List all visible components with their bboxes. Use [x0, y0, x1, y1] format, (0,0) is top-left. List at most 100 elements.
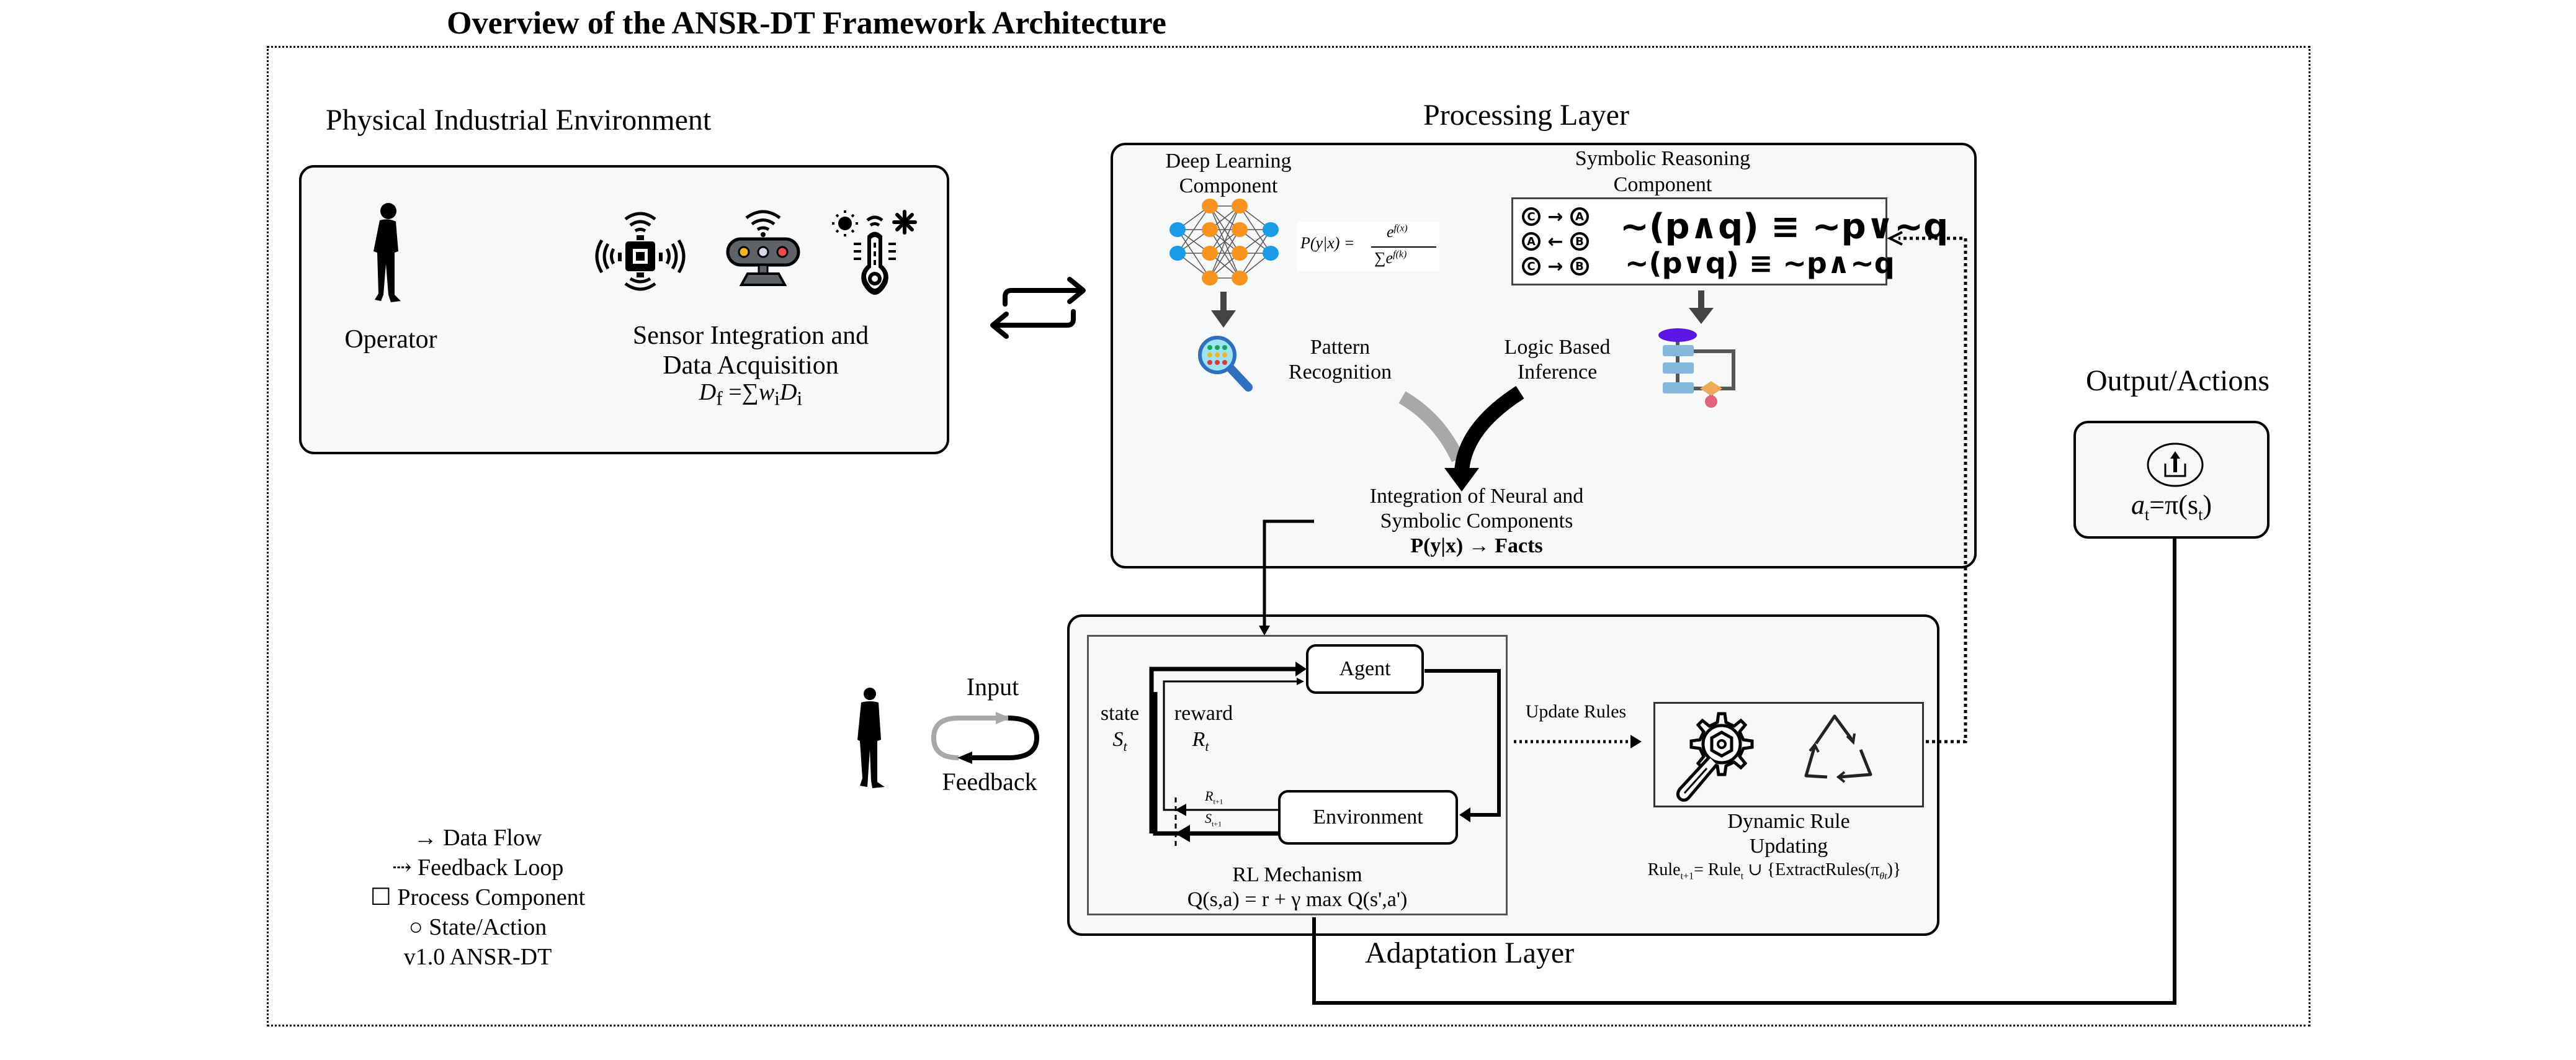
nn-edge	[1209, 205, 1240, 254]
softmax-den: ∑e	[1374, 249, 1393, 267]
rule-row: C → B	[1522, 254, 1589, 279]
nn-node	[1202, 199, 1218, 213]
rule-c: ∪ {ExtractRules(π	[1743, 860, 1880, 879]
nn-node	[1202, 271, 1218, 285]
rule-c-sub: θt	[1879, 871, 1887, 882]
reward-label: reward	[1174, 702, 1233, 725]
nn-node	[1202, 246, 1218, 261]
merge-arrow-icon	[1398, 385, 1524, 492]
flowchart-icon	[1658, 328, 1735, 408]
s-next-sub: t+1	[1212, 819, 1222, 829]
r-next: R	[1205, 788, 1214, 804]
rule-row: C→A	[1522, 204, 1589, 229]
output-action-icon	[2147, 442, 2204, 487]
rule-node: C	[1522, 257, 1541, 276]
agent-box: Agent	[1306, 644, 1424, 694]
rule-a: Rule	[1647, 860, 1681, 879]
action-close: )	[2203, 490, 2212, 520]
rl-mechanism-box	[1087, 635, 1508, 915]
fusion-D: D	[699, 379, 717, 405]
operator-icon	[373, 203, 401, 302]
rl-loop-arrows	[1149, 662, 1501, 849]
legend-item: → Data Flow	[413, 825, 542, 851]
operator-icon	[857, 688, 885, 788]
fusion-f: f	[716, 387, 723, 410]
state-symbol: St	[1092, 727, 1148, 754]
legend-item: ○ State/Action	[408, 914, 547, 940]
rule-a-sub: t+1	[1680, 871, 1694, 882]
symbolic-line1: Symbolic Reasoning	[1575, 147, 1751, 170]
rule-arrow: ←	[1547, 230, 1563, 253]
action-rest: =π(s	[2149, 490, 2199, 520]
output-heading: Output/Actions	[2086, 364, 2270, 397]
nn-node	[1232, 222, 1248, 237]
integration-line2: Symbolic Components	[1380, 510, 1573, 532]
reward-sub: t	[1205, 738, 1209, 754]
logic-line2: Inference	[1517, 361, 1598, 384]
q-learning-formula: Q(s,a) = r + γ max Q(s',a')	[1187, 888, 1408, 911]
nn-node	[1202, 222, 1218, 237]
action-a: a	[2131, 490, 2145, 520]
sensor-label-line2: Data Acquisition	[663, 351, 839, 380]
rule-update-formula: Rulet+1= Rulet ∪ {ExtractRules(πθt)}	[1588, 860, 1961, 883]
action-t2: t	[2198, 505, 2203, 524]
rule-row: A ← B	[1522, 229, 1589, 254]
fusion-D2: D	[779, 379, 797, 405]
physical-heading: Physical Industrial Environment	[326, 104, 712, 137]
symbolic-line2: Component	[1613, 173, 1712, 196]
rule-d: )}	[1887, 860, 1902, 879]
fusion-i2: i	[797, 387, 803, 410]
rule-arrow: →	[1547, 255, 1563, 277]
nn-edge	[1177, 229, 1210, 279]
rule-b: = Rule	[1694, 860, 1741, 879]
nn-node	[1169, 246, 1186, 261]
rule-node: A	[1570, 207, 1589, 226]
state-label: state	[1100, 702, 1140, 725]
wrench-gear-icon	[1676, 712, 1754, 802]
nn-node	[1263, 246, 1279, 261]
pattern-line2: Recognition	[1288, 361, 1392, 384]
rule-node: C	[1522, 207, 1541, 226]
state-sub: t	[1123, 738, 1127, 754]
feedback-label: Feedback	[942, 768, 1037, 796]
fraction-bar	[1371, 246, 1436, 248]
pattern-recognition-icon	[1198, 336, 1253, 392]
logic-equation-2: ~(p∨q) ≡ ~p∧~q	[1625, 246, 1895, 280]
legend-item: v1.0 ANSR-DT	[403, 944, 552, 970]
rule-node: A	[1522, 232, 1541, 251]
s-next: S	[1205, 811, 1212, 826]
framework-boundary	[267, 46, 2310, 1026]
deep-learning-line2: Component	[1179, 174, 1278, 197]
nn-edge	[1209, 229, 1240, 279]
exchange-arrows-icon	[990, 277, 1086, 339]
physical-environment-panel	[299, 165, 949, 454]
logic-line1: Logic Based	[1504, 336, 1611, 359]
deep-learning-line1: Deep Learning	[1165, 150, 1292, 173]
dynamic-rule-line2: Updating	[1749, 835, 1828, 858]
nn-edge	[1177, 205, 1210, 254]
update-rules-arrow	[1514, 735, 1642, 748]
softmax-lhs: P(y|x) =	[1300, 234, 1355, 252]
down-arrow-icon	[1211, 292, 1236, 328]
rule-node: B	[1570, 232, 1589, 251]
input-label: Input	[966, 673, 1019, 701]
state-S: S	[1112, 728, 1124, 751]
softmax-denominator: ∑ef(k)	[1374, 249, 1407, 267]
diagram-title: Overview of the ANSR-DT Framework Archit…	[447, 6, 1166, 41]
s-next-label: St+1	[1205, 811, 1222, 829]
fusion-formula: Df =∑wiDi	[583, 379, 918, 410]
update-rules-label: Update Rules	[1525, 701, 1627, 722]
legend-item: ☐ Process Component	[370, 884, 586, 910]
output-actions-panel	[2073, 421, 2270, 539]
rule-node: B	[1570, 257, 1589, 276]
softmax-numerator: ef(x)	[1387, 223, 1408, 241]
fusion-w: w	[758, 379, 775, 405]
r-next-sub: t+1	[1213, 797, 1223, 806]
nn-node	[1263, 222, 1279, 237]
legend-item: ⇢ Feedback Loop	[391, 855, 564, 881]
nn-node	[1232, 246, 1248, 261]
processing-heading: Processing Layer	[1423, 99, 1629, 132]
camera-sensor-icon	[726, 210, 800, 286]
